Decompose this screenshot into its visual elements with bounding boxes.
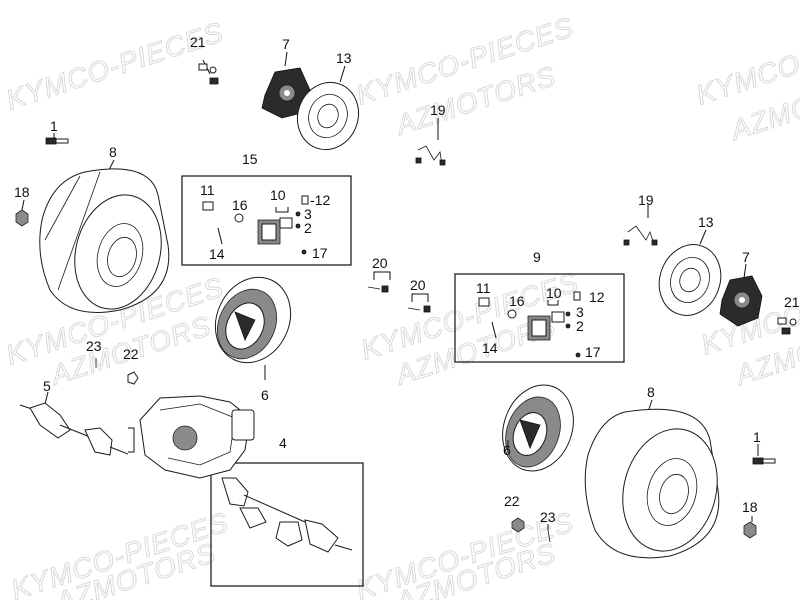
- drive-shaft-part-5: [19, 391, 129, 456]
- label-4: 4: [279, 435, 287, 451]
- label-10-right: 10: [546, 285, 562, 301]
- valve-part-1-left: [45, 133, 69, 145]
- label-6-right: 6: [503, 442, 511, 458]
- label-12-right: 12: [589, 289, 605, 305]
- label-17-right: 17: [585, 344, 601, 360]
- cv-joint-assembly-part-4: [221, 477, 353, 553]
- differential-housing: [128, 395, 255, 479]
- caliper-assembly-right: [478, 291, 581, 358]
- wheel-rim-part-6-left: [214, 276, 292, 380]
- label-15: 15: [242, 151, 258, 167]
- sensor-part-19-right: [623, 205, 658, 246]
- label-7-right: 7: [742, 249, 750, 265]
- wheel-hub-part-7-left: [261, 51, 311, 119]
- label-3-right: 3: [576, 304, 584, 320]
- label-23-left: 23: [86, 338, 102, 354]
- tire-part-8-right: [584, 399, 720, 559]
- label-11-right: 11: [476, 280, 491, 296]
- watermark-kymco: KYMCO-PIECES: [2, 16, 227, 116]
- watermark-kymco: KYMCO-PIECES: [692, 11, 800, 111]
- bolt-part-20-right: [407, 293, 431, 313]
- nut-part-22-left: [127, 371, 139, 385]
- label-1-right: 1: [753, 429, 761, 445]
- label-19-right: 19: [638, 192, 654, 208]
- label-8-left: 8: [109, 144, 117, 160]
- brake-caliper-box-left: [181, 175, 352, 266]
- label-10-left: 10: [270, 187, 286, 203]
- valve-part-1-right: [752, 444, 776, 465]
- drive-shaft-box: [210, 462, 364, 587]
- label-7-left: 7: [282, 36, 290, 52]
- label-21-top: 21: [190, 34, 206, 50]
- label-20-right: 20: [410, 277, 426, 293]
- label-17-left: 17: [312, 245, 328, 261]
- nut-part-18-left: [15, 199, 29, 227]
- label-21-right: 21: [784, 294, 800, 310]
- label-22-left: 22: [123, 346, 139, 362]
- caliper-assembly-left: [202, 195, 309, 255]
- label-12-left: -12: [310, 192, 330, 208]
- label-1-left: 1: [50, 118, 58, 134]
- label-11-left: 11: [200, 182, 215, 198]
- label-13-right: 13: [698, 214, 714, 230]
- label-8-right: 8: [647, 384, 655, 400]
- label-18-right: 18: [742, 499, 758, 515]
- stud-part-23-right: [547, 524, 551, 543]
- label-18-left: 18: [14, 184, 30, 200]
- label-14-left: 14: [209, 246, 225, 262]
- part-11-left: [202, 201, 214, 211]
- label-2-right: 2: [576, 318, 584, 334]
- label-20-left: 20: [372, 255, 388, 271]
- brake-caliper-box-right: [454, 273, 625, 363]
- wheel-rim-part-6-right: [502, 384, 574, 472]
- label-19-left: 19: [430, 102, 446, 118]
- label-2-left: 2: [304, 220, 312, 236]
- label-3-left: 3: [304, 206, 312, 222]
- label-16-right: 16: [509, 293, 525, 309]
- label-6-left: 6: [261, 387, 269, 403]
- label-9: 9: [533, 249, 541, 265]
- bolt-nut-part-21-right: [777, 317, 797, 335]
- nut-part-22-right: [511, 517, 525, 533]
- tire-part-8-left: [39, 159, 170, 313]
- sensor-part-19-left: [415, 118, 446, 166]
- label-13-left: 13: [336, 50, 352, 66]
- brake-disc-part-13-left: [297, 65, 359, 151]
- wheel-hub-part-7-right: [719, 263, 763, 327]
- label-14-right: 14: [482, 340, 498, 356]
- label-23-right: 23: [540, 509, 556, 525]
- part-labels: 21 7 13 1 19 8 15 18 11 10 16 -12 3 2 14…: [14, 34, 800, 525]
- part-16-left: [234, 213, 244, 223]
- nut-part-18-right: [743, 516, 757, 539]
- bolt-part-20-left: [367, 271, 391, 293]
- brake-disc-part-13-right: [658, 229, 722, 316]
- label-5: 5: [43, 378, 51, 394]
- bolt-nut-part-21-top: [198, 59, 219, 85]
- label-16-left: 16: [232, 197, 248, 213]
- label-22-right: 22: [504, 493, 520, 509]
